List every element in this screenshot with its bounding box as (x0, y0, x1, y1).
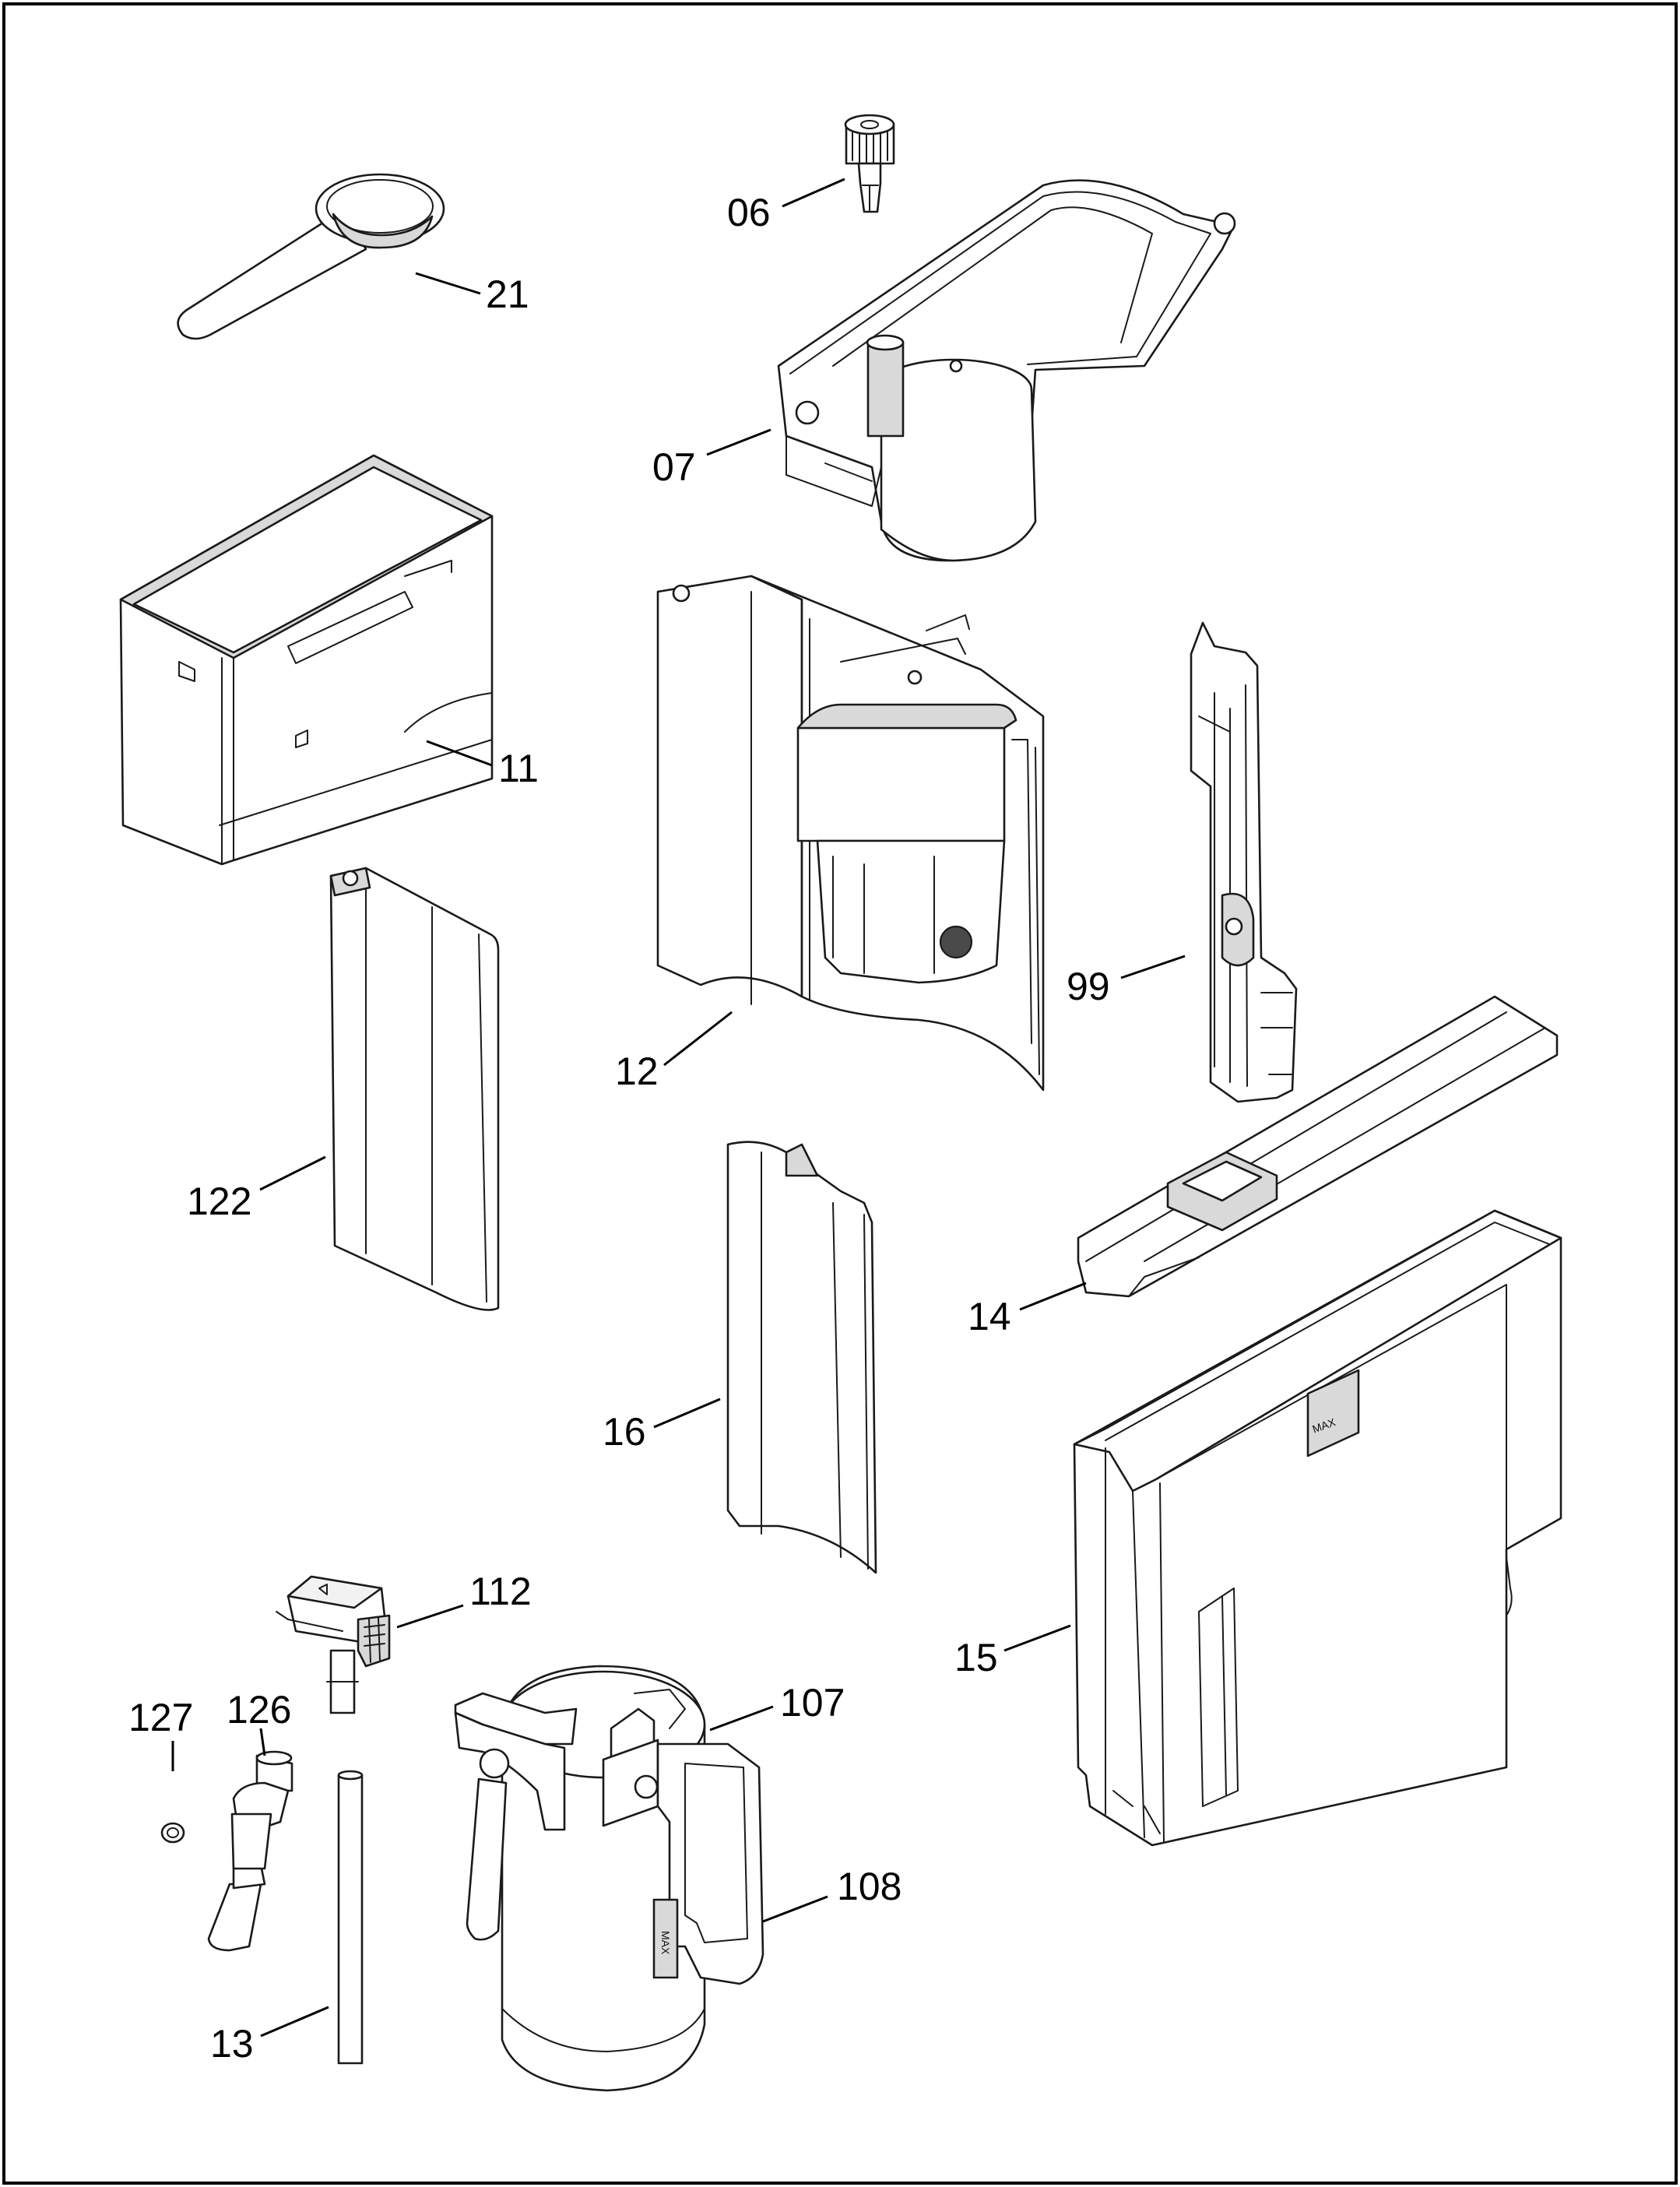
callout-14: 14 (968, 1295, 1011, 1338)
part-11-bean-container (119, 454, 494, 866)
leader-122 (259, 1155, 326, 1191)
part-112-connector (276, 1575, 391, 1714)
leader-126 (259, 1728, 266, 1756)
part-12-brewing-housing (656, 575, 1045, 1092)
leader-06 (782, 178, 845, 208)
leader-108 (762, 1895, 828, 1923)
leader-112 (396, 1604, 464, 1629)
callout-99: 99 (1067, 965, 1110, 1008)
leader-107 (709, 1705, 774, 1732)
callout-108: 108 (837, 1865, 902, 1908)
callout-126: 126 (227, 1688, 291, 1732)
callout-16: 16 (603, 1410, 646, 1454)
leader-13 (260, 2006, 329, 2038)
part-99-side-rail (1190, 621, 1298, 1103)
leader-15 (1003, 1624, 1071, 1652)
part-107-108-milk-jug: MAX (454, 1665, 764, 2092)
callout-112: 112 (469, 1570, 532, 1613)
jug-max-label: MAX (659, 1931, 672, 1955)
callout-06: 06 (727, 191, 771, 234)
callout-122: 122 (187, 1180, 251, 1223)
part-15-water-tank: MAX (1073, 1209, 1562, 1847)
part-07-funnel-tray (777, 179, 1236, 562)
part-14-tank-lid (1077, 995, 1559, 1298)
part-06-knob (844, 114, 895, 213)
leader-99 (1120, 955, 1186, 979)
callout-12: 12 (615, 1050, 659, 1093)
leader-21 (415, 272, 481, 295)
part-21-spoon (177, 173, 445, 340)
callout-07: 07 (652, 445, 696, 489)
callout-127: 127 (128, 1696, 193, 1739)
callout-15: 15 (954, 1636, 998, 1679)
leader-16 (653, 1398, 721, 1429)
part-126-elbow (207, 1750, 293, 1952)
part-13-tube (337, 1770, 364, 2065)
callout-21: 21 (486, 272, 529, 316)
leader-lines (171, 178, 1186, 2038)
part-16-front-panel (726, 1141, 877, 1574)
leader-14 (1019, 1282, 1087, 1311)
callout-107: 107 (780, 1681, 845, 1725)
part-127-o-ring (160, 1822, 185, 1844)
leader-07 (706, 428, 771, 456)
leader-11 (426, 740, 493, 767)
part-122-side-panel (329, 867, 500, 1311)
leader-12 (663, 1011, 733, 1067)
callout-13: 13 (210, 2022, 254, 2066)
callout-labels: 06 21 07 11 12 99 122 14 16 112 15 127 1… (128, 191, 1110, 2066)
callout-11: 11 (498, 747, 539, 790)
